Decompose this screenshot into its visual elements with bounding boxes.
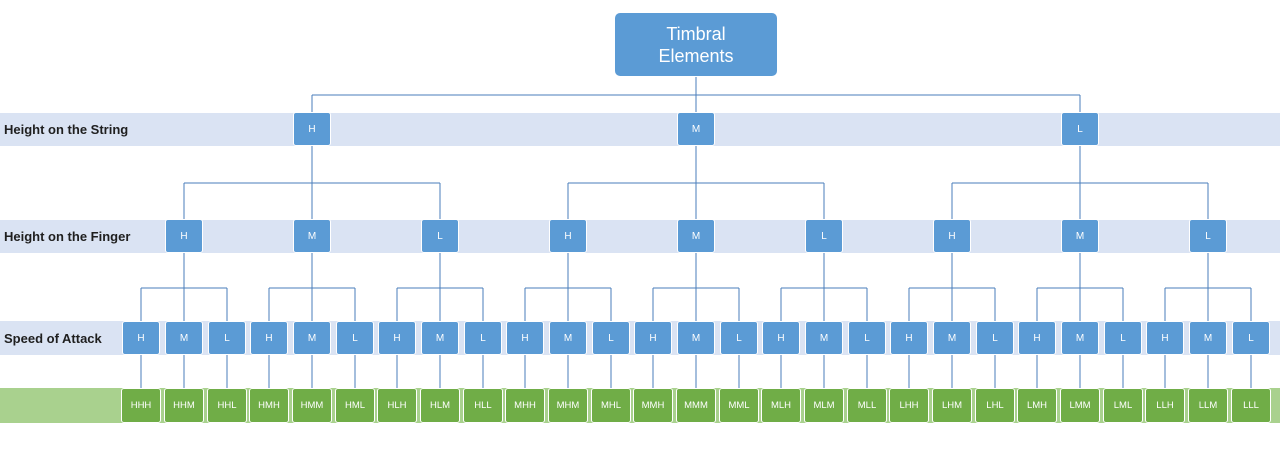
attack-speed-node-h: H xyxy=(634,321,672,355)
finger-height-node-h: H xyxy=(549,219,587,253)
root-node-timbral-elements: Timbral Elements xyxy=(614,12,778,77)
leaf-node-hhl: HHL xyxy=(207,388,247,423)
leaf-node-llm: LLM xyxy=(1188,388,1228,423)
string-height-node-m: M xyxy=(677,112,715,146)
attack-speed-node-m: M xyxy=(677,321,715,355)
finger-height-node-l: L xyxy=(805,219,843,253)
attack-speed-node-m: M xyxy=(1061,321,1099,355)
attack-speed-node-m: M xyxy=(421,321,459,355)
leaf-node-lhh: LHH xyxy=(889,388,929,423)
leaf-node-lll: LLL xyxy=(1231,388,1271,423)
finger-height-node-m: M xyxy=(1061,219,1099,253)
leaf-node-mll: MLL xyxy=(847,388,887,423)
band-label-height-on-finger: Height on the Finger xyxy=(4,229,131,244)
leaf-node-hlm: HLM xyxy=(420,388,460,423)
leaf-node-lhm: LHM xyxy=(932,388,972,423)
attack-speed-node-h: H xyxy=(1146,321,1184,355)
leaf-node-lhl: LHL xyxy=(975,388,1015,423)
leaf-node-mhl: MHL xyxy=(591,388,631,423)
finger-height-node-h: H xyxy=(165,219,203,253)
attack-speed-node-m: M xyxy=(933,321,971,355)
attack-speed-node-h: H xyxy=(122,321,160,355)
leaf-node-hml: HML xyxy=(335,388,375,423)
band-label-speed-of-attack: Speed of Attack xyxy=(4,331,102,346)
finger-height-node-m: M xyxy=(293,219,331,253)
attack-speed-node-m: M xyxy=(549,321,587,355)
string-height-node-l: L xyxy=(1061,112,1099,146)
attack-speed-node-h: H xyxy=(890,321,928,355)
attack-speed-node-h: H xyxy=(1018,321,1056,355)
finger-height-node-m: M xyxy=(677,219,715,253)
attack-speed-node-h: H xyxy=(378,321,416,355)
attack-speed-node-l: L xyxy=(464,321,502,355)
attack-speed-node-m: M xyxy=(293,321,331,355)
leaf-node-mml: MML xyxy=(719,388,759,423)
leaf-node-llh: LLH xyxy=(1145,388,1185,423)
finger-height-node-l: L xyxy=(1189,219,1227,253)
attack-speed-node-l: L xyxy=(208,321,246,355)
attack-speed-node-m: M xyxy=(805,321,843,355)
leaf-node-mlh: MLH xyxy=(761,388,801,423)
attack-speed-node-l: L xyxy=(336,321,374,355)
leaf-node-mhm: MHM xyxy=(548,388,588,423)
attack-speed-node-l: L xyxy=(720,321,758,355)
finger-height-node-l: L xyxy=(421,219,459,253)
band-label-height-on-string: Height on the String xyxy=(4,122,129,137)
attack-speed-node-m: M xyxy=(1189,321,1227,355)
leaf-node-lmm: LMM xyxy=(1060,388,1100,423)
attack-speed-node-h: H xyxy=(250,321,288,355)
attack-speed-node-l: L xyxy=(592,321,630,355)
attack-speed-node-l: L xyxy=(848,321,886,355)
leaf-node-hll: HLL xyxy=(463,388,503,423)
leaf-node-mmh: MMH xyxy=(633,388,673,423)
string-height-node-h: H xyxy=(293,112,331,146)
leaf-node-hmh: HMH xyxy=(249,388,289,423)
leaf-node-hmm: HMM xyxy=(292,388,332,423)
leaf-node-hhm: HHM xyxy=(164,388,204,423)
leaf-node-hlh: HLH xyxy=(377,388,417,423)
attack-speed-node-h: H xyxy=(506,321,544,355)
leaf-node-lmh: LMH xyxy=(1017,388,1057,423)
finger-height-node-h: H xyxy=(933,219,971,253)
attack-speed-node-l: L xyxy=(1232,321,1270,355)
leaf-node-mmm: MMM xyxy=(676,388,716,423)
attack-speed-node-m: M xyxy=(165,321,203,355)
attack-speed-node-h: H xyxy=(762,321,800,355)
attack-speed-node-l: L xyxy=(976,321,1014,355)
leaf-node-hhh: HHH xyxy=(121,388,161,423)
leaf-node-mhh: MHH xyxy=(505,388,545,423)
leaf-node-lml: LML xyxy=(1103,388,1143,423)
attack-speed-node-l: L xyxy=(1104,321,1142,355)
leaf-node-mlm: MLM xyxy=(804,388,844,423)
